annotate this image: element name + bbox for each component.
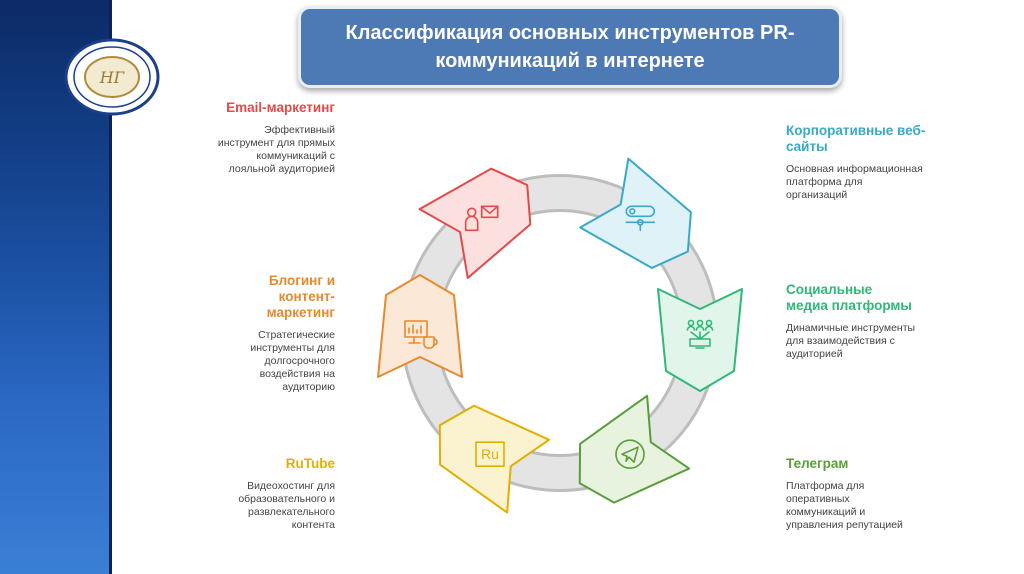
svg-text:НГ: НГ [99,68,126,87]
person-mail-icon [464,205,499,232]
node-description-telegram: Платформа для оперативных коммуникаций и… [786,480,903,531]
node-heading-websites: Корпоративные веб-сайты [786,123,926,154]
node-label-email: Email-маркетинг Эффективный инструмент д… [215,100,335,176]
node-description-social: Динамичные инструменты для взаимодействи… [786,322,916,360]
blog-content-icon [404,320,438,349]
node-description-rutube: Видеохостинг для образовательного и разв… [238,480,335,531]
university-seal: НГ [64,38,160,116]
cycle-node-shape [657,288,743,392]
cycle-node-3 [657,288,743,392]
cycle-node-shape [377,274,463,378]
website-icon [625,205,656,232]
cycle-node-shape [418,167,532,279]
node-label-telegram: Телеграм Платформа для оперативных комму… [786,456,916,532]
node-label-websites: Корпоративные веб-сайты Основная информа… [786,123,926,202]
cycle-node-2 [579,157,692,269]
node-label-rutube: RuTube Видеохостинг для образовательного… [215,456,335,532]
node-heading-telegram: Телеграм [786,456,849,471]
node-heading-blogging: Блогинг и контент-маркетинг [266,273,335,320]
page-title: Классификация основных инструментов PR-к… [298,6,842,88]
node-label-social: Социальные медиа платформы Динамичные ин… [786,282,916,361]
telegram-icon [615,439,645,470]
cycle-node-1 [418,167,532,279]
cycle-node-5: Ru [438,404,551,514]
node-heading-rutube: RuTube [285,456,335,471]
node-description-blogging: Стратегические инструменты для долгосроч… [250,329,335,393]
cycle-node-shape [579,157,692,269]
cycle-node-4 [578,394,691,504]
social-network-icon [686,319,714,349]
node-description-email: Эффективный инструмент для прямых коммун… [217,124,335,175]
node-label-blogging: Блогинг и контент-маркетинг Стратегическ… [225,273,335,394]
rutube-icon: Ru [475,441,505,468]
cycle-node-shape [438,404,551,514]
node-description-websites: Основная информационная платформа для ор… [786,163,923,201]
rutube-icon-text: Ru [481,446,499,462]
node-heading-email: Email-маркетинг [226,100,335,115]
cycle-node-6 [377,274,463,378]
node-heading-social: Социальные медиа платформы [786,282,912,313]
